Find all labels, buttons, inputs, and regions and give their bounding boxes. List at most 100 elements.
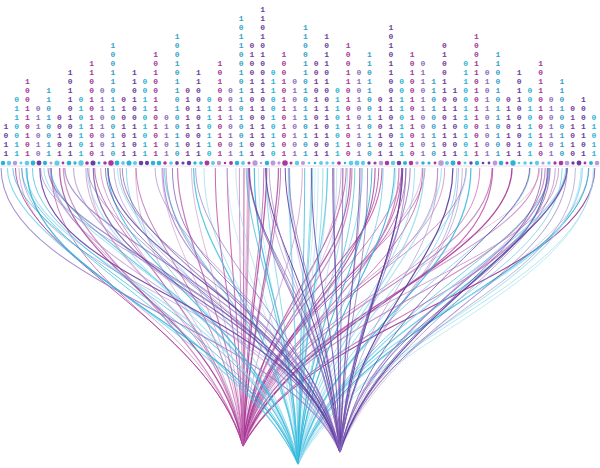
stream-dot: [451, 161, 456, 166]
binary-column: 0 1 0 1 1 0 1 0 1: [292, 77, 297, 158]
binary-column: 1 0 1 1 0 1 0 0 1 1 0 1 0 1: [324, 32, 329, 158]
flow-curve: [1, 168, 340, 452]
flow-curve: [196, 168, 340, 452]
stream-dot: [271, 161, 276, 166]
flow-curve: [114, 168, 340, 452]
flow-curve: [298, 168, 593, 464]
flow-curve: [285, 168, 340, 452]
stream-dot: [20, 162, 23, 165]
stream-dot: [73, 161, 76, 164]
stream-dot: [25, 161, 30, 166]
binary-column: 1 0 1 0 0 1 0 1 1 0 1 0: [410, 50, 415, 158]
stream-dot: [121, 161, 125, 165]
flow-curve: [298, 168, 581, 464]
flow-curve: [108, 168, 340, 452]
stream-dot: [98, 162, 101, 165]
stream-dot: [421, 161, 425, 165]
stream-dot: [469, 161, 473, 165]
stream-dot: [595, 161, 600, 166]
stream-dot: [547, 161, 550, 164]
binary-column: 0 1 0 1 0 0 1 1 0 1: [356, 68, 361, 158]
binary-column: 1 1 0 1 0 0 1 1 0 1: [132, 68, 137, 158]
stream-dot: [217, 161, 221, 165]
flow-curve: [250, 168, 340, 452]
stream-dot: [151, 161, 156, 166]
flow-curve: [93, 168, 340, 452]
binary-column: 1 0 0 1 0 1 1 0 1 0 0 1: [282, 50, 287, 158]
binary-column: 0 1 1 0 1 0: [36, 104, 41, 158]
stream-dot: [308, 162, 311, 165]
binary-column: 0 1 0 1 0 1 1: [121, 95, 126, 158]
flow-curve: [340, 168, 406, 452]
flow-curve: [44, 168, 298, 464]
stream-dot: [541, 161, 544, 164]
stream-dot: [62, 162, 65, 165]
stream-dot: [7, 161, 11, 165]
stream-dot: [314, 162, 317, 165]
flow-curve: [298, 168, 566, 464]
stream-dot: [205, 161, 210, 166]
stream-dot: [163, 161, 167, 165]
flow-curve: [172, 168, 340, 452]
dot-row: [1, 160, 600, 166]
binary-column: 1 0 1 1 0 1 0 0 1 1: [68, 68, 73, 158]
flow-curve: [22, 168, 340, 452]
binary-column: 0 1 1 0 1 0 0 1: [100, 86, 105, 158]
flow-curve: [16, 168, 244, 446]
flow-curve: [340, 168, 542, 452]
binary-column: 0 1 0 1 1 0 1: [549, 95, 554, 158]
flow-curve: [340, 168, 567, 452]
flow-curve: [120, 168, 340, 452]
stream-dot: [344, 162, 346, 164]
stream-dot: [235, 161, 240, 166]
binary-column: 0 1 1 0 0 1 0 1 1 0: [271, 68, 276, 158]
stream-dot: [475, 161, 479, 165]
stream-dot: [403, 161, 407, 165]
flow-curve: [88, 168, 340, 452]
stream-dot: [367, 161, 370, 164]
binary-column: 1 1 0 0 1 0 1 0 1 1: [196, 68, 201, 158]
stream-dot: [361, 161, 365, 165]
stream-dot: [199, 161, 203, 165]
stream-dot: [565, 161, 570, 166]
stream-dot: [337, 161, 341, 165]
binary-column: 0 0 1 0 1 1 0 1: [527, 86, 532, 158]
stream-dot: [427, 161, 430, 164]
flow-curve: [40, 168, 340, 452]
stream-dot: [535, 161, 539, 165]
flow-curve: [340, 168, 410, 452]
binary-column: 1 1 0 1 0 0 1 1 0: [431, 77, 436, 158]
flow-curve: [243, 168, 512, 446]
binary-column: 0 1 1 0 1 0 1 1: [335, 86, 340, 158]
flow-curve: [105, 168, 340, 452]
stream-dot: [133, 161, 137, 165]
stream-dot: [145, 161, 149, 165]
stream-dot: [482, 162, 485, 165]
flow-curve: [340, 168, 360, 452]
binary-column: 1 0 0 1 1 0 1 0 1 1 0 0 1 1: [474, 32, 479, 158]
stream-dot: [31, 161, 36, 166]
stream-dot: [157, 161, 162, 166]
stream-dot: [319, 161, 323, 165]
stream-dot: [265, 161, 269, 165]
binary-column: 1 1 0 0 1 1 0 1 0 1 1 0 1 0 1: [303, 23, 308, 158]
binary-column: 1 1 0 0 1 0 1 1 0 1 0: [89, 59, 94, 158]
stream-dot: [409, 161, 414, 166]
stream-dot: [518, 162, 521, 165]
stream-dot: [445, 161, 449, 165]
flow-curve: [13, 168, 298, 464]
binary-column: 1 1 0 1 0 1 0 0 1 1 0 1 0 1 1 0 1: [260, 5, 265, 158]
binary-column: 1 0 1 1 0 0 1 0 1 1 0 1 0 0 1 1: [239, 14, 244, 158]
stream-dot: [505, 161, 508, 164]
stream-dot: [90, 160, 95, 165]
flow-curve: [89, 168, 243, 446]
stream-dot: [108, 160, 114, 166]
binary-column: 1 0 1 0 0 1 1 0 1 0 1: [217, 59, 222, 158]
flow-curve: [249, 168, 340, 452]
stream-dot: [54, 160, 59, 165]
stream-dot: [373, 161, 376, 164]
base-line: [0, 166, 600, 167]
flow-curve: [166, 168, 340, 452]
binary-column: 0 1 1 0 1 0 1: [378, 95, 383, 158]
